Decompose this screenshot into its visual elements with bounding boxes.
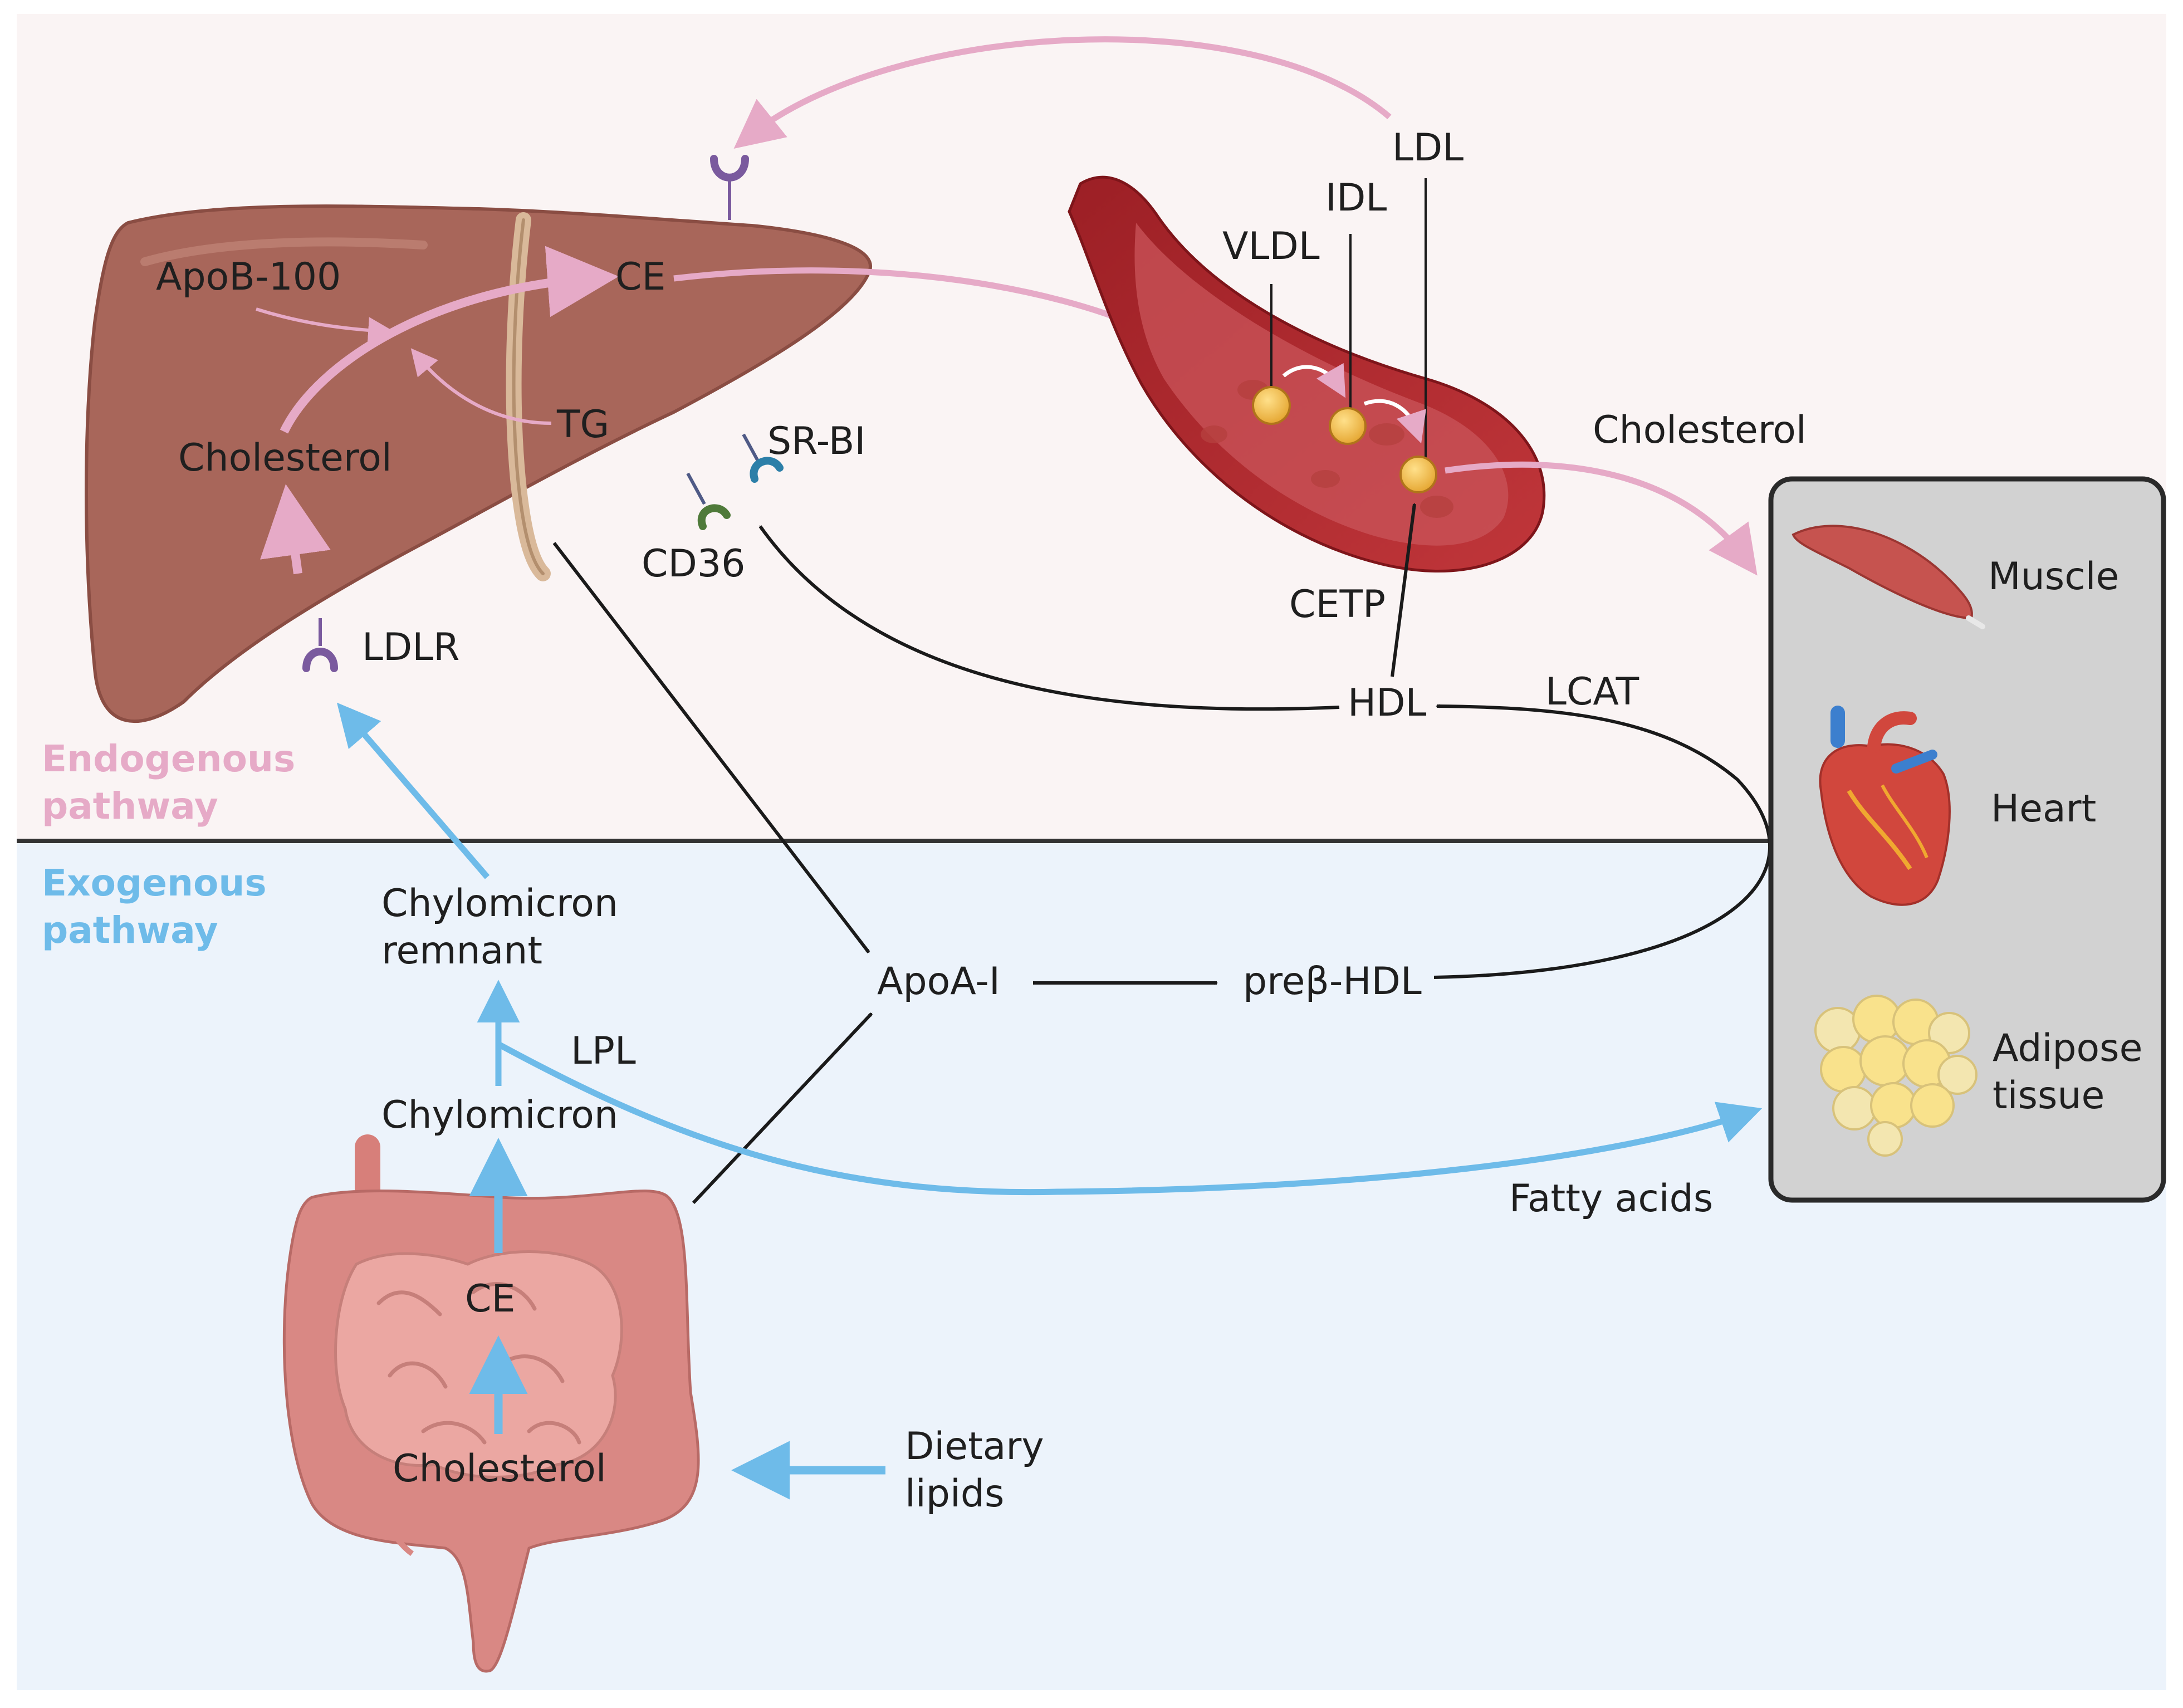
remnant-to-ldlr-arrow [336, 702, 490, 879]
chylomicron-label: Chylomicron [381, 1093, 618, 1137]
gut-cholesterol-label: Cholesterol [393, 1447, 606, 1491]
cholesterol-to-tissues-label: Cholesterol [1593, 408, 1807, 452]
endogenous-pathway-label: Endogenous pathway [42, 737, 308, 828]
idl-to-ldl-arrow [1363, 399, 1426, 444]
muscle-label: Muscle [1988, 555, 2119, 599]
intestine-to-apoa1-arrow [692, 1012, 873, 1205]
cetp-label: CETP [1289, 583, 1386, 627]
cholesterol-to-ce-arrow [280, 246, 619, 434]
hdl-to-liver-arrow [758, 525, 1340, 711]
heart-icon [1819, 706, 1951, 906]
liver-cholesterol-label: Cholesterol [178, 436, 392, 480]
apob100-label: ApoB-100 [156, 255, 341, 299]
vldl-to-idl-arrow [1282, 363, 1346, 398]
gut-ce-label: CE [465, 1277, 515, 1321]
cd36-receptor-icon [686, 472, 731, 530]
ldlr-to-cholesterol-arrow [260, 484, 331, 575]
vldl-label: VLDL [1222, 224, 1320, 268]
lpl-fatty-acids-arrow [497, 1041, 1763, 1196]
ldlr-receptor-icon [302, 618, 338, 672]
cd36-label: CD36 [642, 542, 745, 586]
prebeta-hdl-label: preβ-HDL [1243, 960, 1422, 1004]
apob100-arrow [256, 307, 395, 344]
liver-ce-label: CE [615, 255, 665, 299]
dietary-lipids-label: Dietary lipids [905, 1425, 1056, 1516]
ldl-particle-icon [1399, 456, 1437, 493]
lpl-label: LPL [571, 1029, 636, 1073]
tg-arrow [410, 348, 552, 425]
liver-to-apoa1-arrow [552, 542, 870, 953]
heart-label: Heart [1991, 787, 2096, 831]
adipose-tissue-label: Adipose tissue [1993, 1026, 2155, 1118]
prebeta-hdl-to-hdl-arrow [1433, 704, 1771, 979]
lcat-label: LCAT [1545, 670, 1639, 714]
liver-icon [85, 204, 872, 723]
hdl-label: HDL [1348, 681, 1426, 725]
muscle-icon [1792, 525, 1985, 629]
ldl-label: LDL [1392, 126, 1464, 170]
adipose-tissue-icon [1814, 995, 1978, 1157]
vldl-particle-icon [1252, 386, 1291, 425]
cholesterol-to-tissues-arrow [1445, 461, 1758, 576]
exogenous-pathway-label: Exogenous pathway [42, 862, 280, 952]
ldlr-label: LDLR [362, 625, 459, 669]
chylomicron-remnant-label: Chylomicron remnant [381, 882, 630, 973]
ldl-to-liver-arrow [733, 36, 1392, 149]
idl-label: IDL [1325, 176, 1387, 220]
idl-particle-icon [1329, 407, 1367, 445]
hdl-to-ldl-cetp-arrow [1391, 502, 1416, 677]
apoa1-label: ApoA-I [877, 960, 1000, 1004]
sr-bi-label: SR-BI [767, 419, 865, 463]
tg-label: TG [556, 403, 609, 447]
ldl-receptor-top [710, 155, 749, 220]
sr-bi-receptor-icon [742, 433, 784, 483]
fatty-acids-label: Fatty acids [1509, 1177, 1713, 1221]
